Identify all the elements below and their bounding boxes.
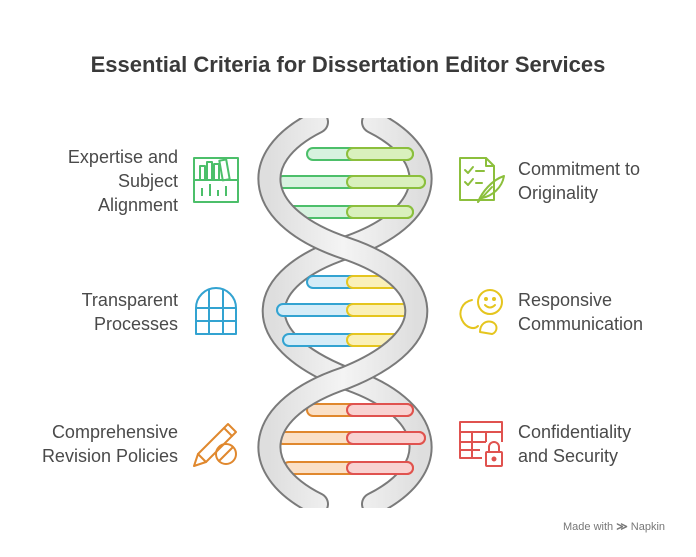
label-line: Revision Policies [41,446,178,466]
window-icon [195,287,237,335]
label-confidentiality: Confidentiality and Security [518,420,688,468]
label-line: Confidentiality [518,422,632,442]
label-revision: Comprehensive Revision Policies [8,420,178,468]
table-lock-icon [459,421,503,467]
label-line: Transparent [81,290,178,310]
label-line: Communication [518,314,644,334]
label-communication: Responsive Communication [518,288,688,336]
footer-prefix: Made with [563,521,614,533]
label-line: Processes [93,314,178,334]
label-line: Comprehensive [51,422,178,442]
label-line: Originality [518,183,599,203]
label-originality: Commitment to Originality [518,157,688,205]
label-line: and Security [518,446,619,466]
checklist-quill-icon [459,157,505,203]
label-line: Responsive [518,290,613,310]
footer-credit[interactable]: Made with ≫ Napkin [563,520,665,533]
footer-brand: Napkin [630,521,666,533]
label-line: Commitment to [518,159,641,179]
rung-group-revision [276,403,426,475]
label-expertise: Expertise and Subject Alignment [8,145,178,217]
rung-group-expertise [276,147,426,219]
label-line: Expertise and [67,147,178,167]
napkin-logo-icon: ≫ [616,521,628,533]
pencil-eraser-icon [193,423,237,467]
dna-helix-diagram [257,118,433,508]
label-line: Subject [117,171,178,191]
label-transparent: Transparent Processes [8,288,178,336]
chat-faces-icon [459,289,503,335]
label-line: Alignment [97,195,178,215]
bookshelf-chart-icon [193,157,239,203]
page-title: Essential Criteria for Dissertation Edit… [90,52,606,77]
